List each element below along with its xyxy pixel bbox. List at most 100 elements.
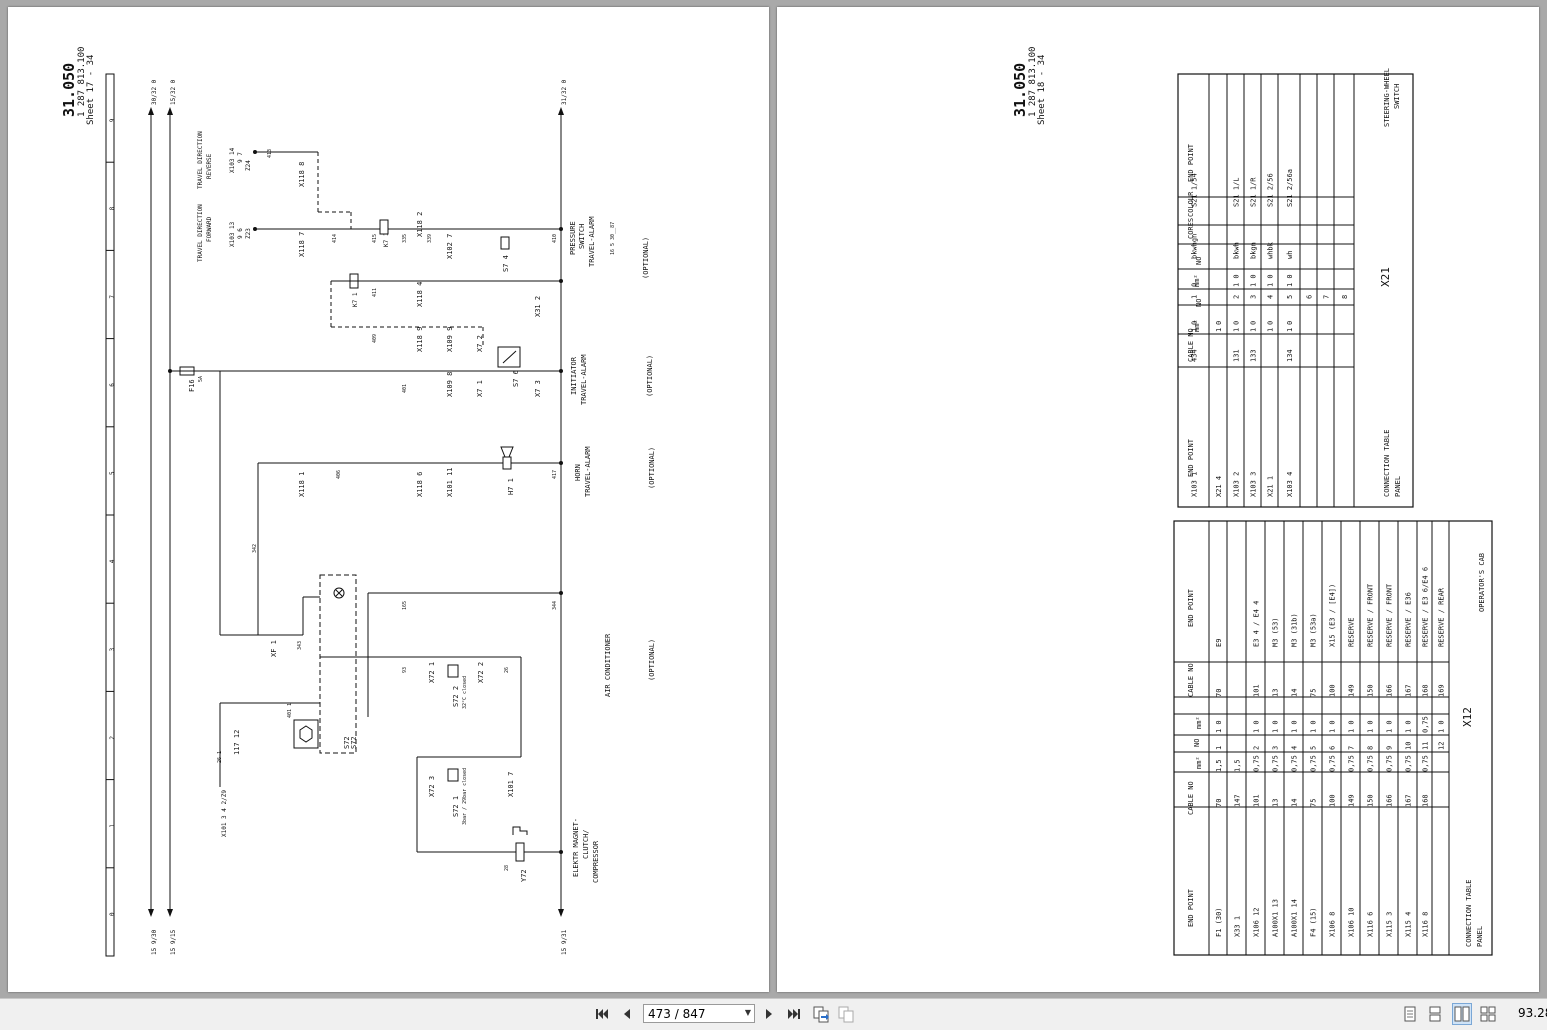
component-label: S72	[350, 736, 358, 749]
junction-dot	[559, 591, 563, 595]
table-cell: 0	[1215, 321, 1223, 325]
table-cell: 0,75	[1405, 755, 1413, 772]
table-cell: 3	[1272, 746, 1280, 750]
source-reference-label: 15 9/30	[151, 929, 158, 955]
continuous-page-icon	[1429, 1006, 1441, 1022]
table-cell: A100X1 14	[1291, 899, 1299, 937]
table-cell: 149	[1348, 684, 1356, 697]
table-cell: 1 0	[1405, 720, 1413, 733]
table-cell: X106 10	[1348, 907, 1356, 937]
connector-label: X7 1	[476, 380, 484, 397]
previous-page-button[interactable]	[616, 1003, 638, 1025]
dropdown-arrow-icon: ▼	[744, 1008, 751, 1017]
last-page-button[interactable]	[783, 1003, 805, 1025]
table-header: END POINT	[1187, 438, 1195, 477]
table-cell: 5	[1286, 295, 1294, 299]
table-cell: X33 1	[1234, 916, 1242, 937]
component-label: S7 4	[502, 255, 510, 272]
copy-icon	[813, 1006, 829, 1023]
connector-label: X118 8	[298, 162, 306, 187]
table-cell: X103 1	[1191, 472, 1199, 497]
table-cell: 75	[1310, 689, 1318, 697]
table-header: COLOUR	[1187, 191, 1195, 217]
table-cell: 2	[1253, 746, 1261, 750]
table-header: mm²	[1193, 274, 1201, 287]
table-cell: 1	[1267, 328, 1275, 332]
page-number-select[interactable]: 473 / 847 ▼	[643, 1004, 755, 1023]
first-page-button[interactable]	[591, 1003, 613, 1025]
connector-label: XF 1	[270, 640, 278, 657]
connector-label: X109 9	[446, 327, 454, 352]
zoom-level[interactable]: 93.28	[1518, 1006, 1547, 1020]
clutch-y72	[515, 842, 525, 862]
two-page-continuous-button[interactable]	[1479, 1004, 1497, 1024]
table-cell: S21 2/56	[1267, 173, 1275, 207]
table-cell: RESERVE / FRONT	[1367, 583, 1375, 647]
table-cell: 100	[1329, 684, 1337, 697]
table-cell: 1 0	[1215, 720, 1223, 733]
single-page-view-button[interactable]	[1401, 1004, 1419, 1024]
connector-label: X118 9	[416, 327, 424, 352]
component-label: COMPRESSOR	[592, 840, 600, 883]
travel-direction-label: REVERSE	[206, 153, 213, 179]
wire-number: 26	[504, 667, 510, 673]
table-header: CORES	[1187, 218, 1195, 239]
continuous-view-button[interactable]	[1426, 1004, 1444, 1024]
rail-arrow	[148, 107, 154, 115]
table-cell: X115 4	[1405, 912, 1413, 937]
table-cell: 0	[1191, 283, 1199, 287]
two-page-view-button[interactable]	[1452, 1003, 1472, 1025]
table-header: END POINT	[1187, 143, 1195, 182]
table-cell: X106 8	[1329, 912, 1337, 937]
connector-label: X7 2	[476, 335, 484, 352]
table-cell: 1,5	[1215, 759, 1223, 772]
table-location: STEERING-WHEEL	[1383, 68, 1391, 127]
connector-label: S72	[343, 736, 351, 749]
table-cell: RESERVE / E3 6/E4 6	[1422, 567, 1430, 647]
source-reference-label: 15 9/15	[170, 929, 177, 955]
pressure-switch-s72	[447, 768, 459, 782]
connector-label: Z23	[245, 228, 252, 239]
wire-number: 413	[267, 149, 273, 158]
junction-dot	[559, 369, 563, 373]
table-cell: X116 8	[1422, 912, 1430, 937]
wire-number: 411	[372, 288, 378, 297]
component-label: HORN	[574, 464, 582, 481]
travel-direction-label: TRAVEL DIRECTION	[197, 131, 204, 189]
table-cell: bkwhgn	[1191, 234, 1199, 259]
connector-label: X118 6	[416, 472, 424, 497]
table-cell: 10	[1405, 742, 1413, 750]
table-cell: 169	[1438, 684, 1446, 697]
first-page-icon	[596, 1009, 608, 1019]
connector-label: X118 2	[416, 212, 424, 237]
connector-label: X101 7	[507, 772, 515, 797]
s72-switch-box	[293, 719, 319, 749]
next-page-button[interactable]	[758, 1003, 780, 1025]
table-cell: 0,75	[1367, 755, 1375, 772]
thermostat-s72-2	[447, 664, 459, 678]
wire-number: 410	[552, 234, 558, 243]
gear-symbol	[299, 725, 313, 743]
table-title: X21	[1379, 267, 1392, 287]
grid-number: 8	[109, 206, 116, 210]
table-cell: 13	[1272, 799, 1280, 807]
table-cell: 131	[1233, 349, 1241, 362]
lamp-cross	[335, 589, 343, 597]
wire-number: 26 1	[217, 751, 223, 763]
export-pages-button[interactable]	[835, 1003, 857, 1025]
table-cell: X103 2	[1233, 472, 1241, 497]
table-cell: F4 (15)	[1310, 907, 1318, 937]
table-header: CABLE NO	[1187, 328, 1195, 362]
table-cell: 1	[1215, 328, 1223, 332]
relay-coil-k7	[379, 219, 389, 235]
wire-number: 335	[402, 234, 408, 243]
table-cell: 1	[1286, 328, 1294, 332]
table-cell: 0	[1250, 321, 1258, 325]
supply-terminal-label: 31/32 0	[561, 79, 568, 105]
table-cell: A100X1 13	[1272, 899, 1280, 937]
copy-pages-button[interactable]	[810, 1003, 832, 1025]
table-cell: X103 4	[1286, 472, 1294, 497]
table-cell: 0	[1267, 321, 1275, 325]
